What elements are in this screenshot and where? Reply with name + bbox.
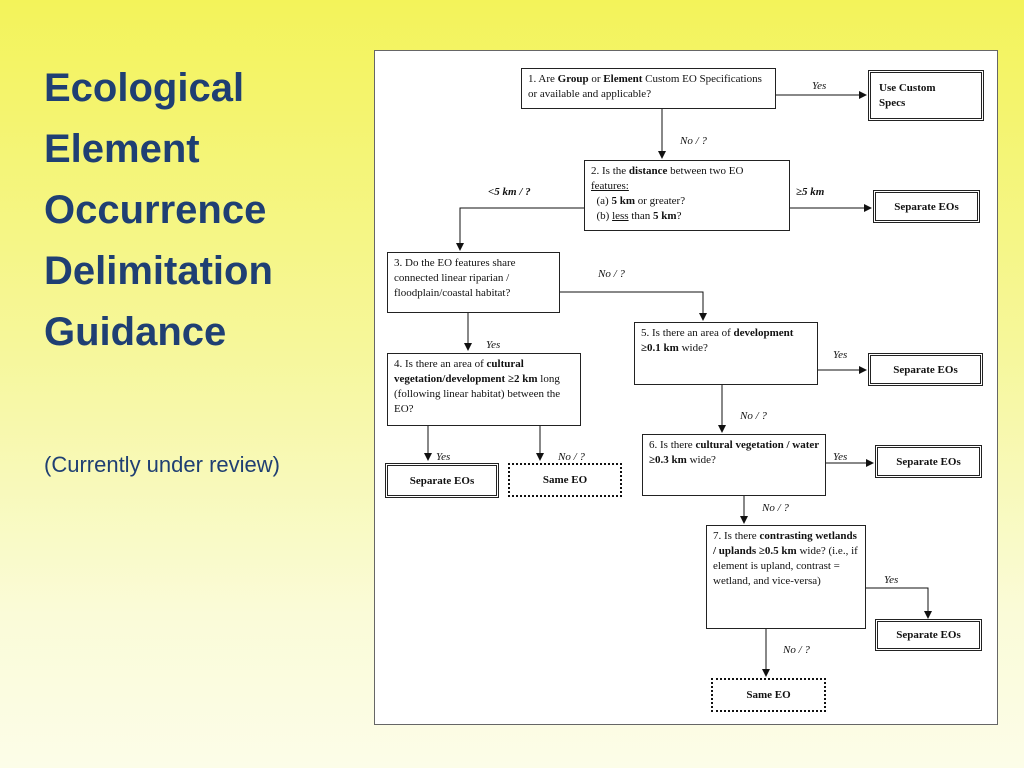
question-2-box: 2. Is the distance between two EO featur… [584, 160, 790, 231]
label-q7-no: No / ? [783, 644, 810, 656]
same-eo-box-1: Same EO [508, 463, 622, 497]
use-custom-specs-box: Use Custom Specs [868, 70, 984, 121]
separate-eos-box-4: Separate EOs [875, 445, 982, 478]
separate-eos-box-3: Separate EOs [868, 353, 983, 386]
question-5-box: 5. Is there an area of development ≥0.1 … [634, 322, 818, 385]
label-q1-no: No / ? [680, 135, 707, 147]
question-1-box: 1. Are Group or Element Custom EO Specif… [521, 68, 776, 109]
label-q5-no: No / ? [740, 410, 767, 422]
label-q3-yes: Yes [486, 339, 501, 351]
label-q7-yes: Yes [884, 574, 899, 586]
title-line: Element [44, 127, 200, 171]
title-line: Guidance [44, 310, 227, 354]
label-q2-lt5: <5 km / ? [488, 186, 531, 198]
separate-eos-box-5: Separate EOs [875, 619, 982, 651]
separate-eos-box-1: Separate EOs [873, 190, 980, 223]
question-7-box: 7. Is there contrasting wetlands / uplan… [706, 525, 866, 629]
page-title: Ecological Element Occurrence Delimitati… [44, 58, 364, 363]
question-4-box: 4. Is there an area of cultural vegetati… [387, 353, 581, 426]
label-q2-ge5: ≥5 km [796, 186, 825, 198]
label-q3-no: No / ? [598, 268, 625, 280]
label-q4-yes: Yes [436, 451, 451, 463]
same-eo-box-2: Same EO [711, 678, 826, 712]
title-line: Occurrence [44, 188, 267, 232]
label-q1-yes: Yes [812, 80, 827, 92]
label-q4-no: No / ? [558, 451, 585, 463]
title-line: Ecological [44, 66, 245, 110]
question-6-box: 6. Is there cultural vegetation / water … [642, 434, 826, 496]
separate-eos-box-2: Separate EOs [385, 463, 499, 498]
label-q5-yes: Yes [833, 349, 848, 361]
review-status: (Currently under review) [44, 452, 280, 477]
question-3-box: 3. Do the EO features share connected li… [387, 252, 560, 313]
label-q6-yes: Yes [833, 451, 848, 463]
title-line: Delimitation [44, 249, 273, 293]
label-q6-no: No / ? [762, 502, 789, 514]
